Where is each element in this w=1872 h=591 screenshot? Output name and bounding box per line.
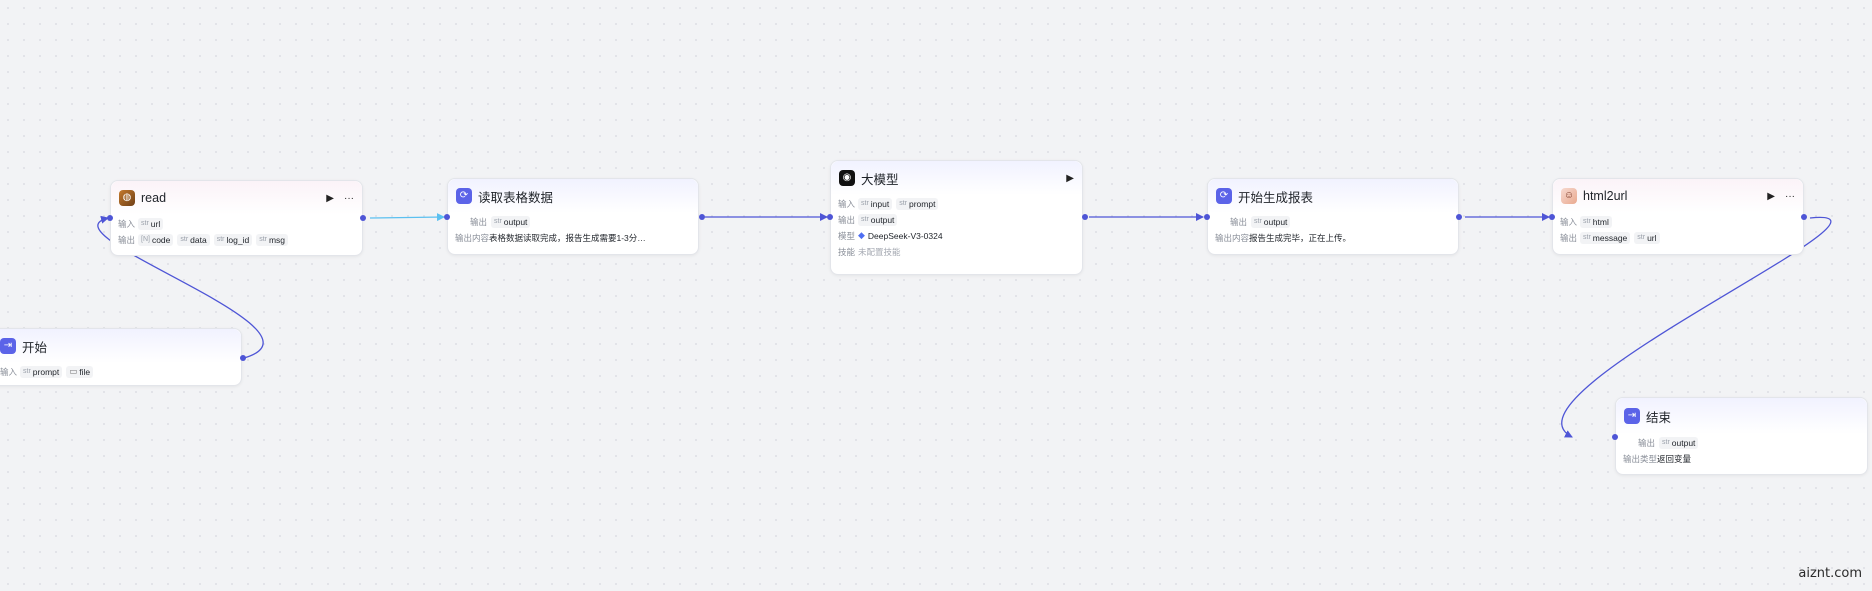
node-llm-model: 模型 ◆ DeepSeek-V3-0324 — [838, 230, 943, 241]
skill-value: 未配置技能 — [858, 246, 901, 257]
model-name: DeepSeek-V3-0324 — [867, 230, 943, 241]
input-file-tag: ▭file — [66, 365, 94, 378]
start-out-port[interactable] — [240, 355, 246, 361]
play-icon[interactable]: ▶ — [1767, 190, 1775, 202]
output-code-tag: [N]code — [138, 233, 174, 246]
node-gen-report-header[interactable]: ⟳ 开始生成报表 — [1208, 179, 1458, 213]
html2url-in-port[interactable] — [1549, 214, 1555, 220]
llm-in-port[interactable] — [827, 214, 833, 220]
node-read-table-content: 输出内容 表格数据读取完成，报告生成需要1-3分… — [455, 232, 646, 243]
node-read-table-title: 读取表格数据 — [478, 190, 554, 205]
message-node-icon: ⟳ — [456, 188, 472, 204]
gen-report-out-port[interactable] — [1456, 214, 1462, 220]
node-start-title: 开始 — [22, 340, 48, 355]
message-node-icon: ⟳ — [1216, 188, 1232, 204]
node-html2url-title: html2url — [1583, 189, 1628, 203]
more-icon[interactable]: ··· — [344, 192, 354, 204]
node-llm-skill: 技能 未配置技能 — [838, 246, 901, 257]
deepseek-icon: ◆ — [858, 230, 865, 240]
read-in-port[interactable] — [107, 215, 113, 221]
end-icon: ⇥ — [1624, 408, 1640, 424]
html2url-out-port[interactable] — [1801, 214, 1807, 220]
node-start-header[interactable]: ⇥ 开始 — [0, 329, 241, 363]
read-out-port[interactable] — [360, 215, 366, 221]
output-type-value: 返回变量 — [1657, 453, 1692, 464]
play-icon[interactable]: ▶ — [326, 192, 334, 204]
watermark: aiznt.com — [1798, 566, 1862, 581]
node-html2url-header[interactable]: ☺ html2url ▶ ··· — [1553, 179, 1803, 213]
output-content-text: 报告生成完毕，正在上传。 — [1249, 232, 1352, 243]
node-read-table-header[interactable]: ⟳ 读取表格数据 — [448, 179, 698, 213]
node-read-title: read — [141, 191, 167, 205]
start-icon: ⇥ — [0, 338, 16, 354]
llm-out-port[interactable] — [1082, 214, 1088, 220]
gen-report-in-port[interactable] — [1204, 214, 1210, 220]
read-plugin-avatar-icon: ◍ — [119, 190, 135, 206]
end-in-port[interactable] — [1612, 434, 1618, 440]
node-gen-report-content: 输出内容 报告生成完毕，正在上传。 — [1215, 232, 1352, 243]
html2url-avatar-icon: ☺ — [1561, 188, 1577, 204]
llm-avatar-icon: ◉ — [839, 170, 855, 186]
folder-icon: ▭ — [69, 366, 78, 376]
node-read-header[interactable]: ◍ read ▶ ··· — [111, 181, 362, 215]
read-table-out-port[interactable] — [699, 214, 705, 220]
node-end-type: 输出类型 返回变量 — [1623, 453, 1692, 464]
more-icon[interactable]: ··· — [1785, 190, 1795, 202]
output-content-text: 表格数据读取完成，报告生成需要1-3分… — [489, 232, 646, 243]
read-table-in-port[interactable] — [444, 214, 450, 220]
node-end-title: 结束 — [1646, 410, 1672, 425]
node-end-header[interactable]: ⇥ 结束 — [1616, 398, 1867, 434]
node-llm-header[interactable]: ◉ 大模型 ▶ — [831, 161, 1082, 195]
edge-read-to-readtable — [369, 213, 445, 222]
node-llm-title: 大模型 — [861, 172, 899, 187]
play-icon[interactable]: ▶ — [1066, 172, 1074, 184]
node-gen-report-title: 开始生成报表 — [1238, 190, 1314, 205]
